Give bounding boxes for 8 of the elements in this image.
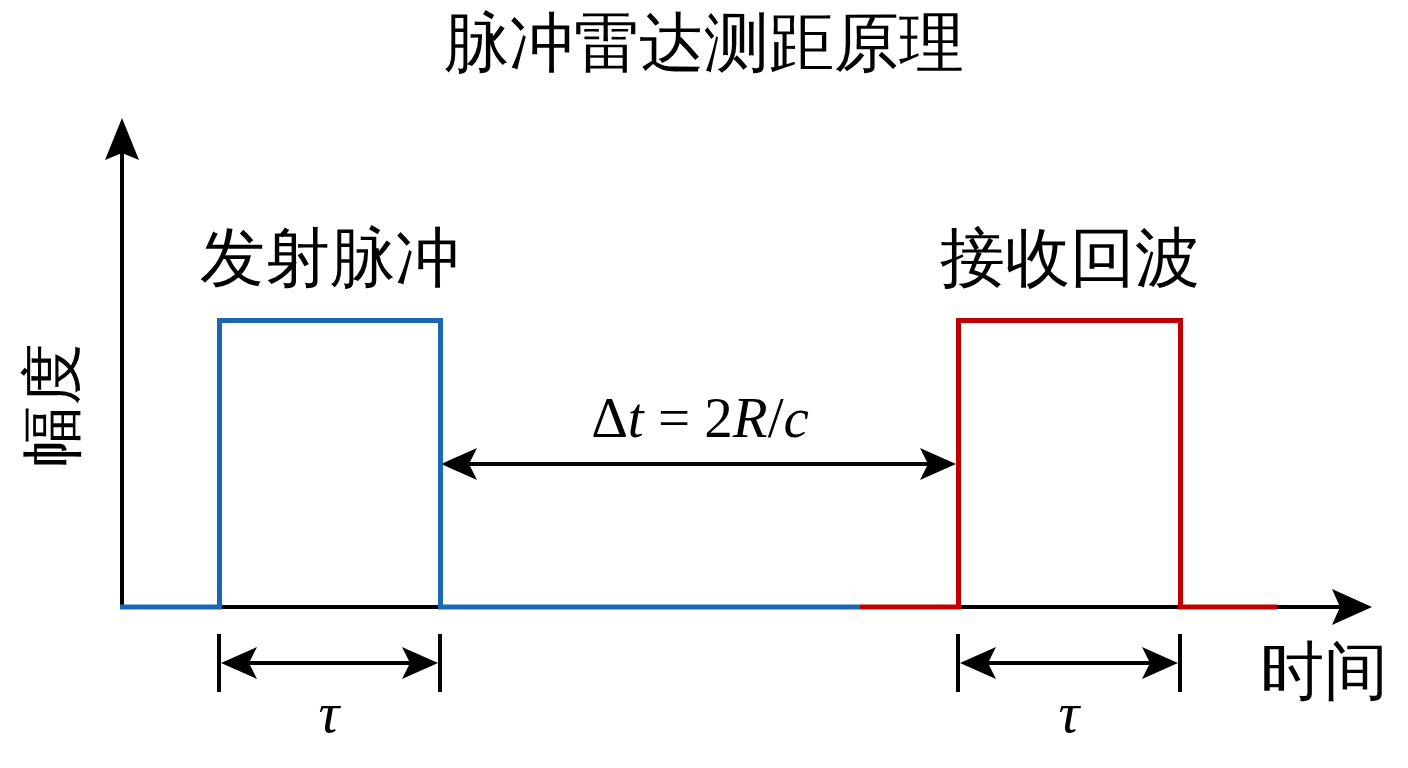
- diagram-title: 脉冲雷达测距原理: [444, 11, 964, 76]
- dimension-label: τ: [1058, 684, 1080, 742]
- pulse-label: 发射脉冲: [200, 226, 460, 291]
- dimension-label: τ: [318, 684, 340, 742]
- axis-label: 幅度: [21, 343, 83, 467]
- axis-label: 时间: [1260, 640, 1388, 704]
- pulse-label: 接收回波: [940, 226, 1200, 291]
- formula-label: Δt = 2R/c: [591, 389, 809, 446]
